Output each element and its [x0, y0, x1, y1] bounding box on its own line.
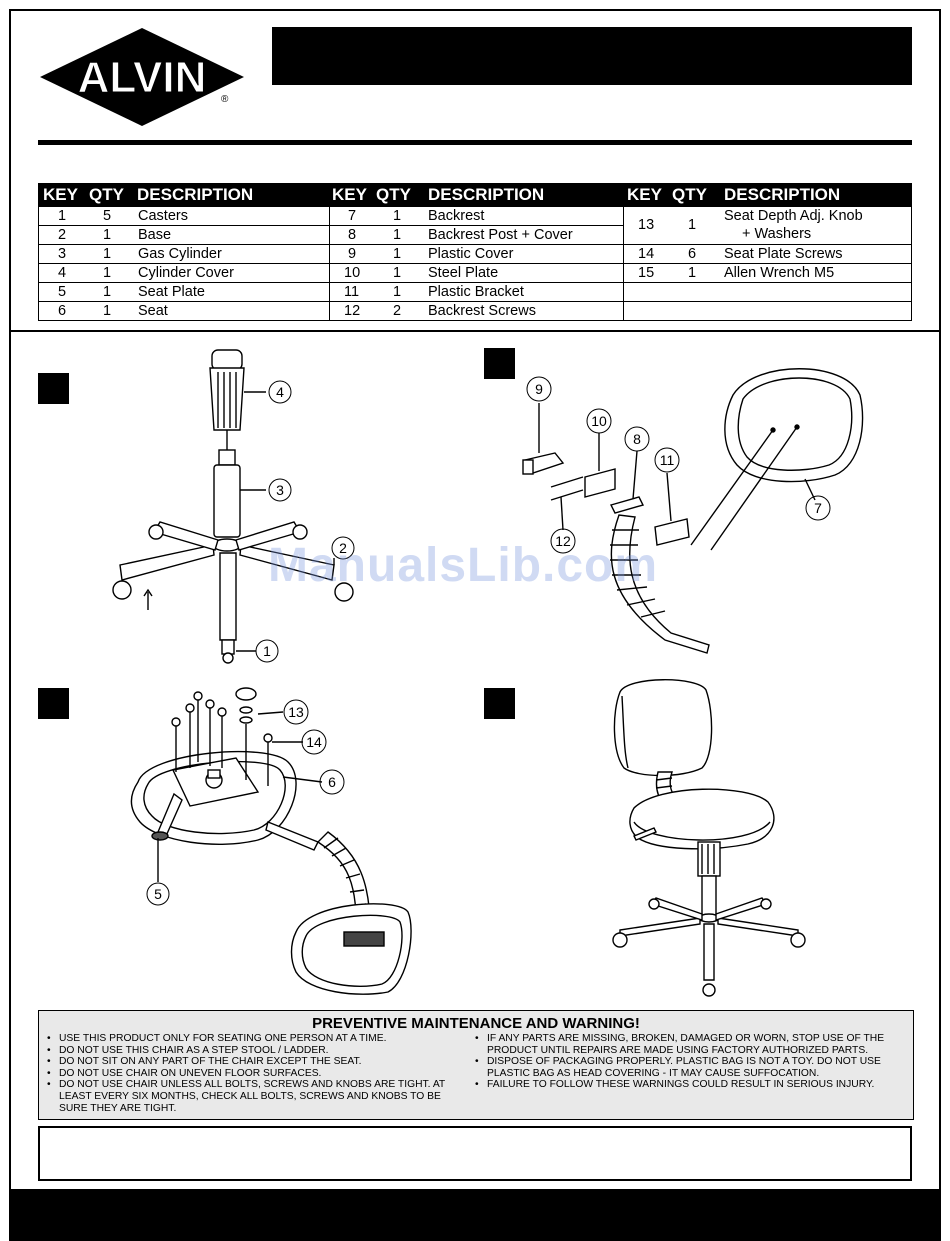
list-item: IF ANY PARTS ARE MISSING, BROKEN, DAMAGE…: [473, 1033, 913, 1056]
section-divider: [9, 330, 941, 332]
brand-name: ALVIN: [78, 53, 207, 102]
seat-assembly-diagram: 13 14 6 5: [130, 687, 412, 995]
note-box: [38, 1126, 912, 1181]
list-item: USE THIS PRODUCT ONLY FOR SEATING ONE PE…: [45, 1033, 465, 1045]
list-item: DO NOT USE CHAIR UNLESS ALL BOLTS, SCREW…: [45, 1079, 465, 1114]
callout-9: 9: [535, 381, 543, 397]
callout-2: 2: [339, 540, 347, 556]
parts-header: KEY QTY DESCRIPTION: [330, 184, 623, 206]
footer-bar: [9, 1189, 941, 1241]
callout-5: 5: [154, 886, 162, 902]
callout-13: 13: [288, 704, 304, 720]
parts-header: KEY QTY DESCRIPTION: [624, 184, 911, 206]
callout-4: 4: [276, 384, 284, 400]
callout-12: 12: [555, 533, 571, 549]
registered-mark: ®: [221, 94, 229, 105]
warning-box: PREVENTIVE MAINTENANCE AND WARNING! USE …: [38, 1010, 914, 1120]
list-item: DO NOT USE CHAIR ON UNEVEN FLOOR SURFACE…: [45, 1068, 465, 1080]
step-1-box: [38, 373, 69, 404]
watermark: ManualsLib.com: [268, 539, 659, 592]
callout-6: 6: [328, 774, 336, 790]
callout-7: 7: [814, 500, 822, 516]
parts-column-3: KEY QTY DESCRIPTION 13 1 Seat Depth Adj.…: [623, 184, 911, 320]
page-frame: [9, 9, 941, 1241]
alvin-logo: ALVIN ®: [40, 28, 244, 126]
callout-11: 11: [660, 452, 675, 468]
list-item: DO NOT SIT ON ANY PART OF THE CHAIR EXCE…: [45, 1056, 465, 1068]
backrest-assembly-diagram: 9 10 8 11 12 7: [522, 368, 864, 654]
base-assembly-diagram: 4 3 2 1: [112, 349, 355, 664]
callout-10: 10: [591, 413, 607, 429]
table-row: [624, 282, 911, 301]
table-row: 13 1 Seat Depth Adj. Knob + Washers: [624, 206, 911, 244]
title-bar: [272, 27, 912, 85]
warning-list-right: IF ANY PARTS ARE MISSING, BROKEN, DAMAGE…: [473, 1033, 913, 1091]
list-item: FAILURE TO FOLLOW THESE WARNINGS COULD R…: [473, 1079, 913, 1091]
table-row: [624, 301, 911, 320]
callout-8: 8: [633, 431, 641, 447]
parts-header: KEY QTY DESCRIPTION: [39, 184, 329, 206]
warning-title: PREVENTIVE MAINTENANCE AND WARNING!: [312, 1015, 640, 1032]
callout-3: 3: [276, 482, 284, 498]
warning-list-left: USE THIS PRODUCT ONLY FOR SEATING ONE PE…: [45, 1033, 465, 1114]
step-4-box: [484, 688, 515, 719]
header-rule: [38, 140, 912, 145]
list-item: DO NOT USE THIS CHAIR AS A STEP STOOL / …: [45, 1045, 465, 1057]
assembled-chair-diagram: [612, 679, 806, 997]
step-3-box: [38, 688, 69, 719]
list-item: DISPOSE OF PACKAGING PROPERLY. PLASTIC B…: [473, 1056, 913, 1079]
callout-1: 1: [263, 643, 271, 659]
callout-14: 14: [306, 734, 322, 750]
callout-circle: [268, 380, 292, 404]
step-2-box: [484, 348, 515, 379]
